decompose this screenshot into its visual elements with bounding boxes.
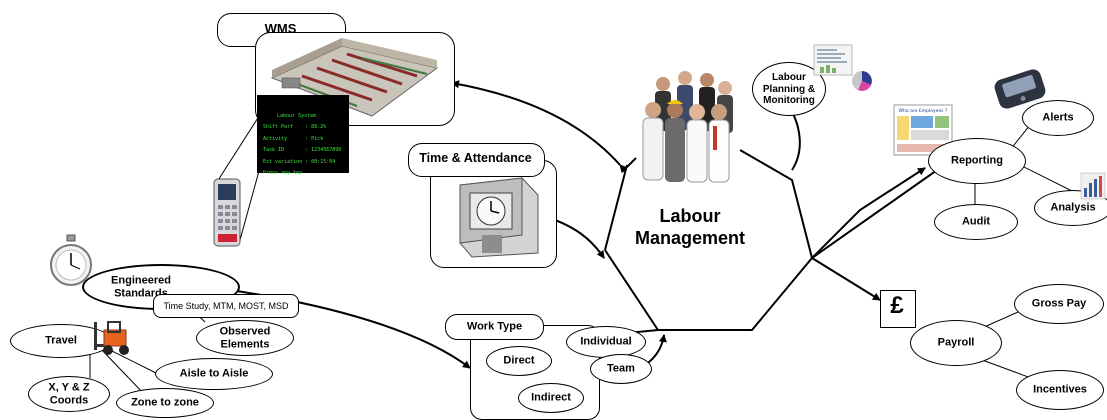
central-branch: [604, 164, 628, 251]
direct-label: Direct: [503, 354, 535, 367]
upper-right-branch-line: [739, 149, 813, 259]
alerts-label: Alerts: [1042, 111, 1074, 124]
incentives-node[interactable]: Incentives: [1016, 370, 1104, 410]
work-type-title: Work Type: [466, 320, 523, 333]
zone-to-zone-node[interactable]: Zone to zone: [116, 388, 214, 418]
pound-symbol: £: [890, 292, 904, 319]
methods-label: Time Study, MTM, MOST, MSD: [163, 300, 289, 311]
direct-node[interactable]: Direct: [486, 346, 552, 376]
aisle-to-aisle-label: Aisle to Aisle: [179, 367, 249, 380]
zone-to-zone-label: Zone to zone: [131, 396, 199, 409]
time-attendance-title-box: [408, 143, 545, 177]
observed-elements-line2: Elements: [220, 338, 270, 350]
pager-device-icon: [994, 69, 1046, 109]
xyz-coords-line1: X, Y & Z: [48, 381, 90, 394]
payroll-branch-line: [811, 257, 881, 301]
incentives-label: Incentives: [1033, 383, 1087, 396]
engineered-standards-line1: Engineered: [111, 274, 171, 287]
travel-label: Travel: [45, 334, 77, 347]
team-label: Team: [607, 362, 635, 375]
observed-elements-node[interactable]: Observed Elements: [196, 320, 294, 356]
observed-elements-line1: Observed: [219, 325, 271, 338]
labour-planning-line3: Monitoring: [763, 94, 815, 106]
center-title: Labour Management: [630, 205, 750, 249]
wms-arrow: [451, 80, 628, 173]
terminal-line: Task ID : 1234567890: [263, 147, 342, 153]
aisle-to-aisle-node[interactable]: Aisle to Aisle: [155, 358, 273, 390]
labour-planning-line1: Labour: [772, 71, 806, 83]
xyz-coords-node[interactable]: X, Y & Z Coords: [28, 376, 110, 412]
reporting-node[interactable]: Reporting: [928, 138, 1026, 184]
audit-label: Audit: [961, 215, 991, 228]
analysis-bar-chart-icon: [1080, 172, 1106, 200]
planning-arrow: [789, 107, 801, 171]
labour-planning-line2: Planning &: [762, 83, 816, 95]
alerts-node[interactable]: Alerts: [1022, 100, 1094, 136]
terminal-line: Labour System: [277, 112, 317, 119]
handheld-scanner-icon: [213, 178, 241, 247]
indirect-label: Indirect: [531, 391, 571, 404]
gross-pay-label: Gross Pay: [1031, 297, 1087, 310]
pound-symbol-box: [880, 290, 916, 328]
center-title-line1: Labour: [659, 206, 721, 226]
indirect-node[interactable]: Indirect: [518, 383, 584, 413]
reporting-label: Reporting: [951, 154, 1003, 167]
team-node[interactable]: Team: [590, 354, 652, 384]
audit-node[interactable]: Audit: [934, 204, 1018, 240]
center-title-line2: Management: [634, 228, 746, 248]
stopwatch-icon: [50, 234, 92, 286]
terminal-line: Press any key: [263, 170, 303, 176]
upper-left-trunk: [604, 249, 659, 331]
time-attendance-title: Time & Attendance: [419, 151, 532, 165]
work-type-title-box: Work Type: [445, 314, 544, 340]
terminal-line: Est variation : 00:15:04: [263, 158, 336, 165]
forklift-icon: [94, 321, 129, 355]
reporting-arrow: [811, 167, 926, 259]
analysis-label: Analysis: [1050, 201, 1096, 214]
payroll-node[interactable]: Payroll: [910, 320, 1002, 366]
payroll-label: Payroll: [937, 336, 975, 349]
terminal-line: Activity : Pick: [263, 135, 324, 142]
individual-label: Individual: [580, 335, 632, 348]
planning-chart-image: [813, 44, 872, 91]
terminal-line: Shift Perf : 89.2%: [263, 124, 327, 130]
warehouse-image: [270, 38, 439, 117]
individual-node[interactable]: Individual: [566, 326, 646, 358]
xyz-coords-line2: Coords: [49, 394, 89, 406]
time-clock-image: [459, 177, 539, 258]
report-screen-title: Who are Employees ?: [899, 108, 948, 114]
gross-pay-node[interactable]: Gross Pay: [1014, 284, 1104, 324]
workers-group-image: [642, 71, 733, 183]
methods-box: Time Study, MTM, MOST, MSD: [153, 294, 299, 318]
